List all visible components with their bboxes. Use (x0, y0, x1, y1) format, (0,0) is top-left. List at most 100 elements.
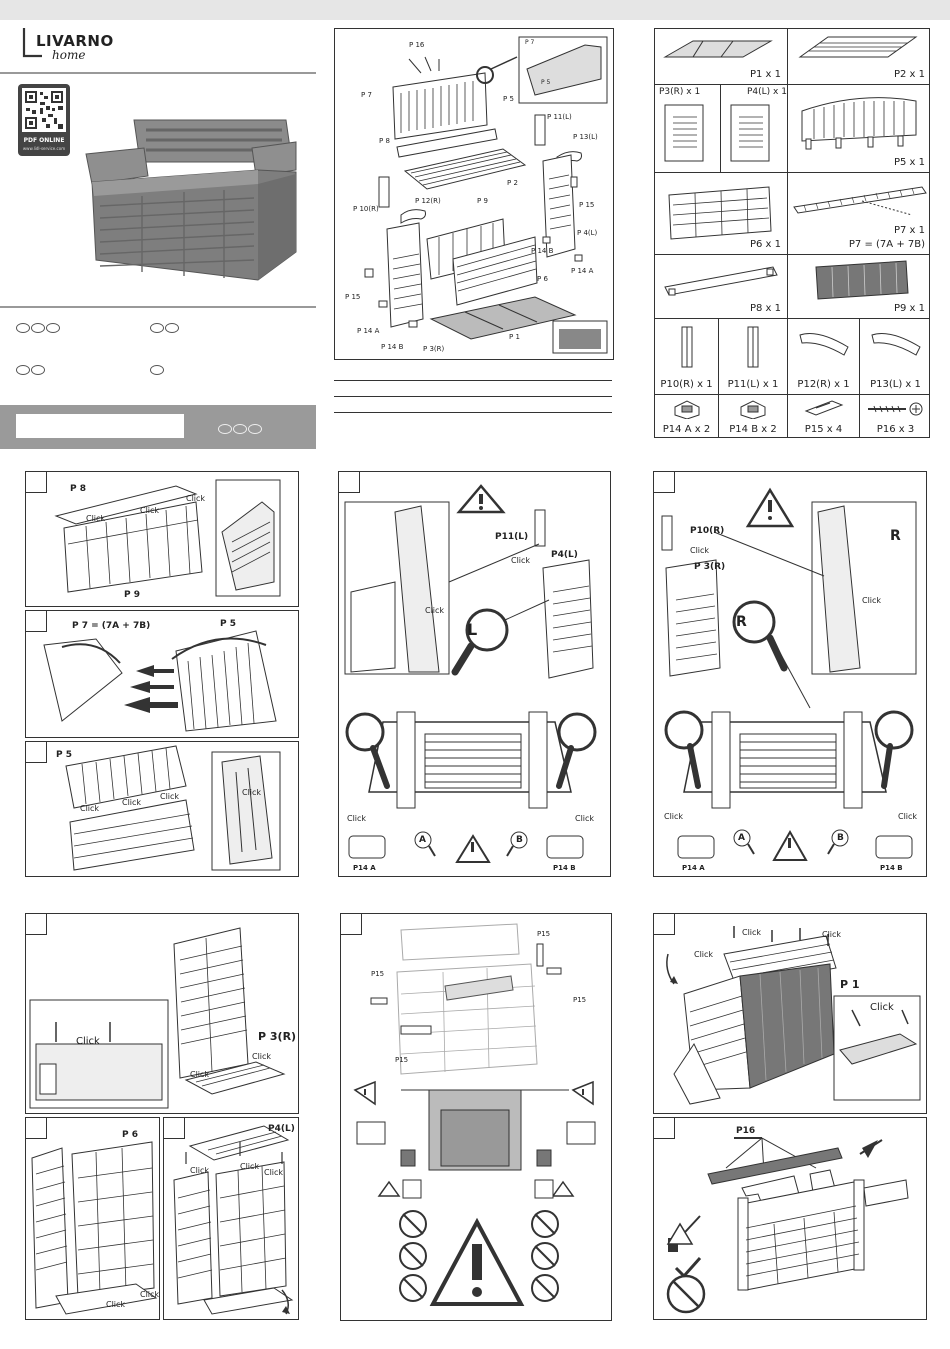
part-label: P 5 (503, 95, 514, 103)
click-label: Click (140, 506, 160, 515)
part-label: P 14 A (357, 327, 380, 335)
part-label: P 13(L) (573, 133, 598, 141)
click-label: Click (122, 798, 142, 807)
part-label: P 14 B (531, 247, 554, 255)
step-1-panel: P 8 P 9 Click Click Click (25, 471, 299, 607)
click-label: Click (870, 1002, 894, 1013)
part-p16: P16 x 3 (860, 395, 929, 437)
part-caption: P9 x 1 (893, 303, 925, 314)
part-caption: P7 x 1 (893, 225, 925, 236)
part-caption: P11(L) x 1 (727, 379, 779, 390)
part-p5: P5 x 1 (788, 85, 929, 173)
brand-logo: LIVARNO home (22, 26, 113, 66)
step-4-panel: P11(L) P4(L) Click Click Click Click L A… (338, 471, 611, 877)
side-marker: R (736, 614, 747, 630)
language-flags (218, 419, 263, 438)
part-label: P 15 (345, 293, 361, 301)
part-p3: P3(R) x 1 (655, 85, 721, 173)
part-label: P4(L) (268, 1124, 295, 1134)
part-label: P11(L) (495, 532, 529, 542)
part-label: P 7 (525, 39, 535, 46)
part-label: P 6 (537, 275, 548, 283)
logo-line1: LIVARNO (36, 32, 114, 50)
click-label: Click (742, 928, 762, 937)
part-p4: P4(L) x 1 (721, 85, 788, 173)
step-number-box (26, 472, 47, 493)
click-label: Click (822, 930, 842, 939)
step-6-panel: P 3(R) Click Click Click (25, 913, 299, 1114)
step-number-box (26, 1118, 47, 1139)
click-label: Click (186, 494, 206, 503)
step-number-box (26, 611, 47, 632)
ian-bar (0, 405, 316, 449)
step-number-box (339, 472, 360, 493)
step-number-box (341, 914, 362, 935)
click-label: Click (898, 812, 918, 821)
part-label: P15 (573, 996, 587, 1004)
part-caption: P8 x 1 (749, 303, 781, 314)
part-label: P14 A (353, 864, 376, 872)
part-caption: P14 B x 2 (729, 424, 777, 435)
qr-url: www.lidl-service.com (22, 146, 66, 151)
part-label: P 15 (579, 201, 595, 209)
click-label: Click (252, 1052, 272, 1061)
part-caption: P13(L) x 1 (870, 379, 921, 390)
click-label: Click (511, 556, 531, 565)
part-caption: P2 x 1 (893, 69, 925, 80)
part-label: P15 (537, 930, 551, 938)
part-caption: P1 x 1 (749, 69, 781, 80)
part-p15: P15 x 4 (788, 395, 860, 437)
part-label: P 12(R) (415, 197, 441, 205)
qr-caption: PDF ONLINE (23, 137, 65, 144)
part-label: P15 (371, 970, 385, 978)
click-label: Click (106, 1300, 126, 1309)
step-2-panel: P 7 = (7A + 7B) P 5 (25, 610, 299, 738)
click-label: Click (347, 814, 367, 823)
part-label: P 11(L) (547, 113, 572, 121)
part-label: P10(R) (690, 526, 725, 536)
part-label: P 1 (509, 333, 520, 341)
divider (0, 306, 316, 308)
part-label: P 6 (122, 1130, 138, 1140)
part-caption: P4(L) x 1 (747, 87, 787, 97)
click-label: Click (80, 804, 100, 813)
divider (334, 396, 612, 397)
click-label: Click (264, 1168, 284, 1177)
part-p14b: P14 B x 2 (719, 395, 788, 437)
click-label: Click (425, 606, 445, 615)
part-caption: P16 x 3 (876, 424, 915, 435)
part-label: P 7 = (7A + 7B) (72, 621, 151, 631)
click-label: Click (190, 1166, 210, 1175)
variant-marker: B (516, 835, 523, 845)
part-p2: P2 x 1 (788, 29, 929, 85)
part-label: P 9 (477, 197, 488, 205)
side-marker: R (890, 528, 901, 544)
exploded-view-panel: P 16 P 7 P 5 P 7 P 5 P 11(L) P 8 P 13(L)… (334, 28, 614, 360)
click-label: Click (240, 1162, 260, 1171)
language-flags (150, 360, 165, 379)
part-label: P 1 (840, 978, 860, 991)
part-label: P 2 (507, 179, 518, 187)
click-label: Click (190, 1070, 210, 1079)
click-label: Click (690, 546, 710, 555)
step-9-panel: P15 P15 P15 P15 (340, 913, 612, 1321)
part-p1: P1 x 1 (655, 29, 788, 85)
divider (0, 72, 316, 74)
divider (334, 412, 612, 413)
click-label: Click (76, 1036, 100, 1047)
part-p6: P6 x 1 (655, 173, 788, 255)
logo-line2: home (52, 48, 86, 62)
click-label: Click (575, 814, 595, 823)
part-caption: P12(R) x 1 (797, 379, 850, 390)
part-caption-formula: P7 = (7A + 7B) (848, 239, 925, 250)
part-p12: P12(R) x 1 (788, 319, 860, 395)
step-8-panel: P4(L) Click Click Click (163, 1117, 299, 1320)
part-p10: P10(R) x 1 (655, 319, 719, 395)
part-p13: P13(L) x 1 (860, 319, 929, 395)
part-p7: P7 x 1 P7 = (7A + 7B) (788, 173, 929, 255)
part-p8: P8 x 1 (655, 255, 788, 319)
click-label: Click (140, 1290, 160, 1299)
part-label: P 16 (409, 41, 425, 49)
part-label: P14 B (553, 864, 576, 872)
part-caption: P6 x 1 (749, 239, 781, 250)
